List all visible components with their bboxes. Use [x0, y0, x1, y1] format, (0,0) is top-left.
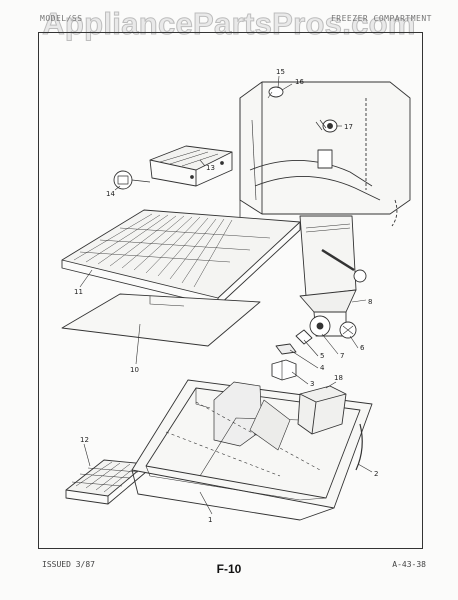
header-section-title: FREEZER COMPARTMENT	[330, 14, 432, 23]
callout-1: 1	[208, 516, 212, 524]
freezer-cabinet	[239, 81, 411, 239]
callout-6: 6	[360, 344, 365, 352]
callout-leader-lines	[79, 75, 373, 515]
shelf-bracket	[149, 145, 233, 187]
callout-7: 7	[340, 352, 344, 360]
air-duct	[299, 215, 367, 337]
callout-12: 12	[80, 436, 89, 444]
callout-8: 8	[368, 298, 372, 306]
damper-icon	[353, 269, 367, 283]
fan-motor-assembly	[271, 315, 357, 381]
callout-15: 15	[276, 68, 285, 76]
callout-10: 10	[130, 366, 139, 374]
callout-2: 2	[374, 470, 378, 478]
front-trim-strip	[355, 423, 363, 471]
fan-grommet	[113, 170, 151, 190]
callout-16: 16	[295, 78, 304, 86]
callout-13: 13	[206, 164, 215, 172]
evaporator-cover	[297, 385, 347, 435]
watermark: AppliancePartsPros.com	[42, 6, 416, 42]
figure-number: F-10	[216, 562, 242, 576]
diagram-frame	[38, 32, 423, 549]
callout-18: 18	[334, 374, 343, 382]
wire-shelf	[61, 209, 301, 307]
callout-3: 3	[310, 380, 314, 388]
callout-14: 14	[106, 190, 115, 198]
header-model-label: MODEL/SS	[40, 14, 83, 23]
callout-4: 4	[320, 364, 325, 372]
drawing-code: A-43-38	[392, 560, 426, 569]
callout-5: 5	[320, 352, 324, 360]
callout-17: 17	[344, 123, 353, 131]
callout-11: 11	[74, 288, 83, 296]
thermostat-knob-icon	[268, 86, 284, 98]
issued-date: ISSUED 3/87	[42, 560, 95, 569]
shelf-liner-panel	[61, 293, 261, 347]
